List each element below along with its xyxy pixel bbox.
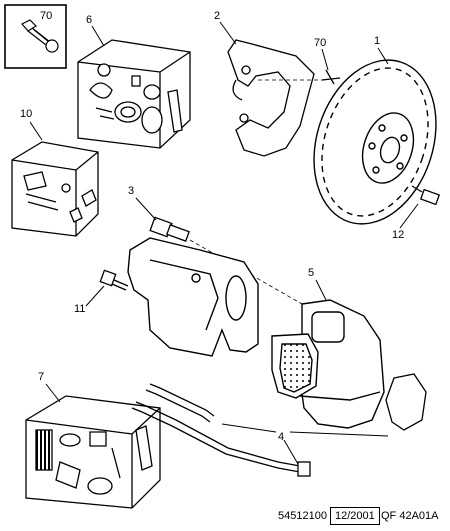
splash-shield-2 (227, 39, 315, 157)
callout-11: 11 (74, 303, 85, 315)
caliper-bracket (127, 237, 259, 357)
shield-screw-70 (321, 69, 341, 85)
callout-1: 1 (374, 35, 380, 47)
footer-reference-number: 54512100 (278, 510, 327, 522)
footer: 54512100 12/2001 QF 42A01A (0, 506, 450, 526)
callout-70: 70 (314, 37, 326, 49)
bolt-11 (99, 269, 129, 291)
footer-diagram-code: QF 42A01A (381, 510, 439, 522)
callout-3: 3 (128, 185, 134, 197)
callout-4: 4 (278, 431, 284, 443)
callout-10: 10 (20, 108, 32, 120)
bleed-screw-12 (411, 185, 441, 206)
caliper-5 (271, 299, 385, 429)
bolt-box-70 (4, 4, 67, 69)
callout-2: 2 (214, 10, 220, 22)
guide-pin-3 (149, 216, 190, 242)
brake-hoses-4 (131, 373, 427, 477)
kit-box-10 (11, 141, 99, 237)
callout-70-box: 70 (40, 10, 52, 22)
callout-7: 7 (38, 371, 44, 383)
callout-12: 12 (392, 229, 404, 241)
kit-box-6 (77, 39, 191, 149)
callout-6: 6 (86, 14, 92, 26)
callout-5: 5 (308, 267, 314, 279)
brake-disc-1 (313, 59, 437, 225)
kit-box-7 (25, 395, 161, 509)
footer-date-box: 12/2001 (330, 507, 380, 525)
